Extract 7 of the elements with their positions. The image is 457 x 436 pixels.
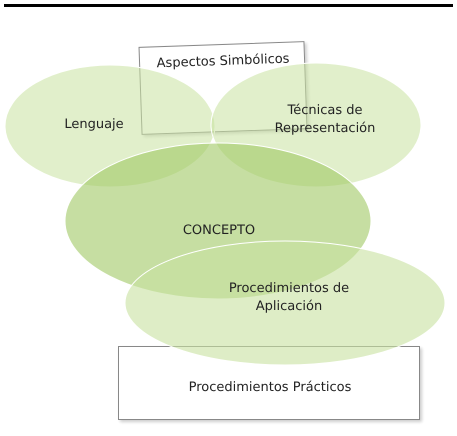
box-label: Procedimientos Prácticos [188, 379, 352, 397]
label-box [118, 346, 420, 420]
ellipse-label: CONCEPTO [182, 222, 256, 240]
ellipse-label: Procedimientos de Aplicación [228, 280, 350, 316]
ellipse-label: Lenguaje [63, 116, 125, 134]
ellipse-label: Técnicas de Representación [274, 102, 376, 138]
box-label: Aspectos Simbólicos [155, 50, 291, 74]
